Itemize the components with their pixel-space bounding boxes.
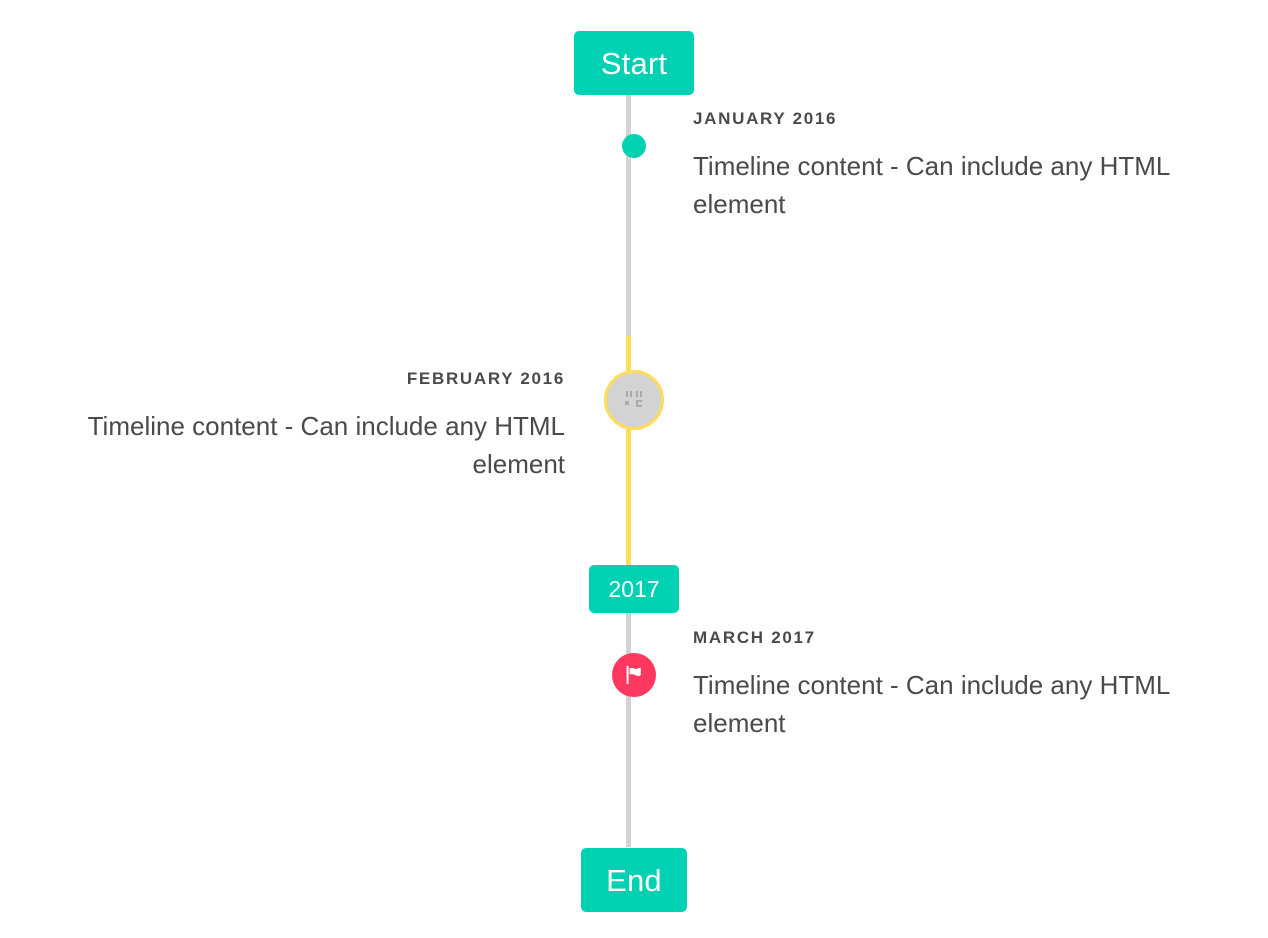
timeline-rail-bottom <box>626 608 631 847</box>
timeline-divider-2017[interactable]: 2017 <box>589 565 679 613</box>
timeline-item-body: Timeline content - Can include any HTML … <box>87 410 565 480</box>
timeline-rail-top <box>626 88 631 336</box>
flag-icon <box>626 665 641 685</box>
timeline-header-start[interactable]: Start <box>574 31 694 95</box>
broken-image-icon <box>625 391 643 409</box>
timeline-item-heading: MARCH 2017 <box>693 628 816 647</box>
timeline-footer-end[interactable]: End <box>581 848 687 912</box>
dot-marker[interactable] <box>622 134 646 158</box>
broken-image-marker[interactable] <box>604 370 664 430</box>
flag-icon-marker[interactable] <box>612 653 656 697</box>
timeline-item-heading: JANUARY 2016 <box>693 109 838 128</box>
timeline-item-content: MARCH 2017 Timeline content - Can includ… <box>693 628 1218 743</box>
timeline-item-body: Timeline content - Can include any HTML … <box>693 150 1170 220</box>
timeline-item-heading: FEBRUARY 2016 <box>406 369 565 388</box>
timeline-item-content: FEBRUARY 2016 Timeline content - Can inc… <box>40 369 565 484</box>
timeline-item-body: Timeline content - Can include any HTML … <box>693 669 1170 739</box>
timeline-rail-active <box>626 336 631 576</box>
timeline-item-content: JANUARY 2016 Timeline content - Can incl… <box>693 109 1218 224</box>
